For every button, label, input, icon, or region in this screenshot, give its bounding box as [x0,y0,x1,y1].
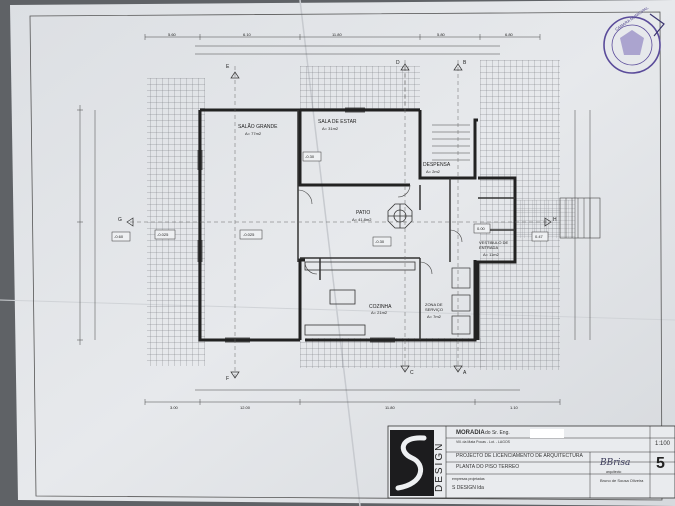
sheet-number: 5 [656,455,665,472]
terrace-top [300,66,420,110]
axis-lines [130,60,550,380]
room-cozinha-name: COZINHA [369,304,392,310]
project-client: do Sr. Eng. [485,430,510,436]
company-name: S DESIGN lda [452,485,484,491]
room-salao-area: A= 77m2 [245,131,262,136]
room-salao-name: SALÃO GRANDE [238,124,278,130]
brand-name: DESIGN [434,441,445,492]
axis-label-c: C [410,370,414,376]
dim-top-4: 5.80 [437,32,445,37]
dim-top-5: 6.80 [505,32,513,37]
service-fixtures [451,267,471,335]
level-5: -0.30 [375,239,385,244]
dim-top-2: 6.10 [243,32,251,37]
room-zona-servico-name: ZONA DE SERVIÇO [425,302,443,312]
project-location: Vill. da Mata Pocas - Lot. - LAGOS [456,440,511,444]
axis-label-d: D [396,60,400,66]
municipal-stamp [603,13,665,74]
level-2: -0.025 [157,232,169,237]
project-phase: PROJECTO DE LICENCIAMENTO DE ARQUITECTUR… [456,453,583,459]
dim-bottom-2: 12.00 [240,405,251,410]
room-patio-name: PATIO [356,210,371,216]
architect-role: arquitecto [606,470,622,474]
axis-markers [126,63,552,379]
room-sala-estar-area: A= 31m2 [322,126,339,131]
windows [197,107,395,343]
dim-top-3: 11.80 [332,32,342,37]
drawing-frame [29,11,663,501]
dim-bottom-1: 3.00 [170,405,178,410]
door-swings [297,184,463,275]
terrace-bottom [300,338,485,368]
room-patio-area: A= 41.8m2 [352,217,372,222]
level-1: -0.60 [114,234,124,239]
dim-top-1: 5.60 [168,32,176,37]
project-name: MORADIA [456,430,485,436]
axis-label-a: A [463,370,467,376]
room-cozinha-area: A= 21m2 [371,310,388,315]
title-block-frame [387,425,675,499]
axis-label-g: G [118,217,122,223]
patio-fountain [387,203,413,229]
room-vestibulo-name: VESTIBULO DE ENTRADA [479,240,509,250]
dim-bottom-4: 1.10 [510,405,518,410]
room-despensa-name: DESPENSA [423,162,451,168]
axis-label-b: B [463,60,467,66]
room-sala-estar-name: SALA DE ESTAR [318,119,357,125]
drawing-scale: 1:100 [655,441,671,447]
room-despensa-area: A= 2m2 [426,169,440,174]
dimension-lines [79,36,591,403]
level-4: -0.30 [305,154,315,159]
room-zona-servico-area: A= 7m2 [427,314,441,319]
architect-name: Bruno de Sousa Oliveira [600,478,644,483]
level-boxes [111,151,549,247]
kitchen-counters [304,261,416,336]
axis-label-f: F [226,376,230,382]
architect-signature: BBrisa [600,458,631,468]
axis-label-e: E [226,64,230,70]
dim-bottom-3: 11.80 [385,405,395,410]
level-7: 0.47 [535,234,543,239]
drawing-title: PLANTA DO PISO TERREO [456,464,520,470]
exterior-walls [198,108,517,342]
axis-label-h: H [553,217,557,223]
stair [432,124,470,161]
room-vestibulo-area: A= 11m2 [483,252,499,257]
design-logo [390,430,434,496]
level-3: -0.025 [243,232,255,237]
level-6: 0.00 [477,226,485,231]
company-label: empresas projetadas [452,477,485,481]
